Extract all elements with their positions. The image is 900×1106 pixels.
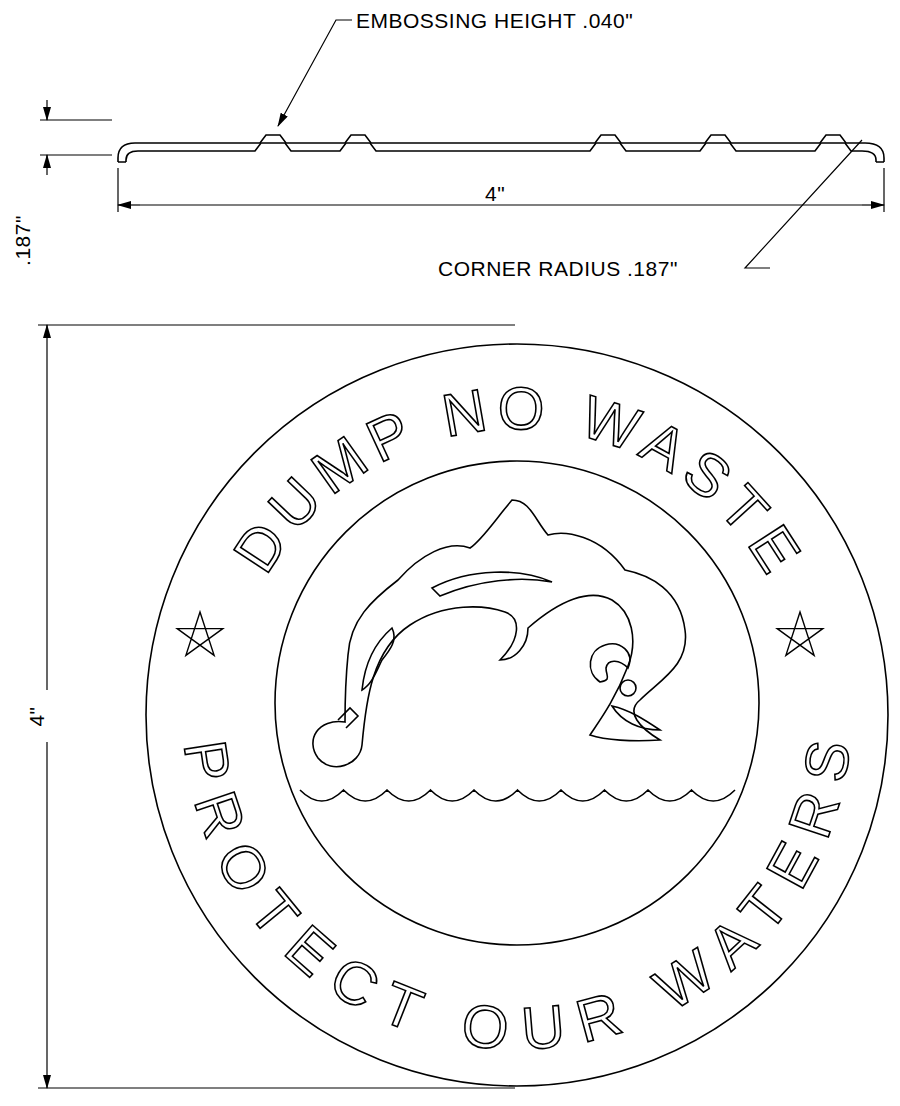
- note-text: CORNER RADIUS .187": [438, 258, 678, 279]
- dimension-text: .187": [12, 215, 33, 266]
- fish-detail: [362, 628, 394, 690]
- slogan-text: PROTECT OUR WATERS: [171, 736, 863, 1062]
- curved-slogan: PROTECT OUR WATERS: [171, 736, 863, 1062]
- slogan-text: DUMP NO WASTE: [221, 375, 814, 584]
- dimension-text: 4": [485, 183, 505, 204]
- star-symbols: [177, 612, 823, 655]
- dimension-lines: [38, 20, 884, 1088]
- outer-circle: [146, 344, 888, 1086]
- disk-outline: DUMP NO WASTE PROTECT OUR WATERS: [145, 343, 889, 1087]
- curved-slogan: DUMP NO WASTE: [221, 375, 814, 584]
- fish-detail: [432, 572, 552, 596]
- emblem-disk: DUMP NO WASTE PROTECT OUR WATERS: [145, 343, 889, 1087]
- fish-detail: [612, 706, 660, 730]
- note-text: EMBOSSING HEIGHT .040": [356, 10, 633, 31]
- inner-circle: [275, 461, 759, 945]
- section-view: [118, 135, 884, 162]
- emblem-art: [275, 461, 759, 945]
- dimension-text: 4": [25, 706, 46, 726]
- fish-symbol: [313, 500, 686, 767]
- fish-eye: [620, 680, 636, 696]
- fish-detail: [590, 644, 629, 682]
- water-waves: [300, 790, 735, 801]
- fish-detail: [338, 708, 358, 728]
